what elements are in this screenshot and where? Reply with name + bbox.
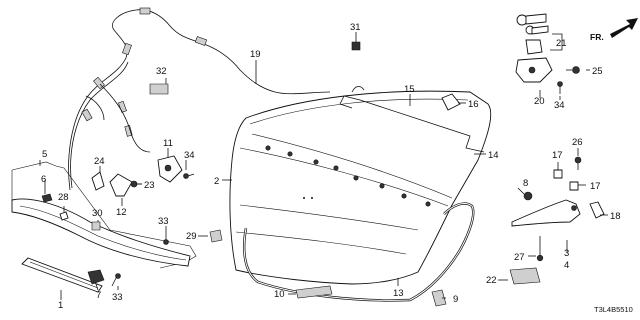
callout-5: 5 — [42, 149, 47, 160]
front-direction-arrow: FR. — [590, 18, 638, 42]
callout-13: 13 — [393, 288, 404, 299]
handle-part-22 — [509, 267, 541, 285]
callout-2: 2 — [214, 176, 219, 187]
garnish-assembly — [11, 161, 197, 269]
pad-part-32 — [149, 83, 169, 95]
callout-17-lower: 17 — [590, 181, 601, 192]
callout-9: 9 — [453, 294, 458, 305]
callout-16: 16 — [468, 99, 479, 110]
bracket-part-12 — [109, 173, 133, 197]
callout-26: 26 — [572, 137, 583, 148]
callout-8: 8 — [523, 178, 528, 189]
callout-12: 12 — [116, 207, 127, 218]
callout-labels: 1 2 3 4 5 6 7 8 9 10 11 12 13 14 15 16 1… — [41, 22, 621, 311]
callout-23: 23 — [144, 180, 155, 191]
grommet-part-8 — [523, 191, 533, 201]
callout-27: 27 — [514, 252, 525, 263]
clip-part-28 — [59, 211, 69, 221]
callout-17-upper: 17 — [552, 150, 563, 161]
callout-24: 24 — [94, 156, 105, 167]
callout-19: 19 — [250, 49, 261, 60]
front-direction-label: FR. — [590, 32, 604, 42]
callout-29: 29 — [186, 231, 197, 242]
callout-15: 15 — [404, 84, 415, 95]
callout-30: 30 — [92, 208, 103, 219]
callout-10: 10 — [274, 289, 285, 300]
callout-31: 31 — [350, 22, 361, 33]
clip-part-31 — [351, 41, 361, 51]
holder-part-16 — [441, 93, 461, 111]
bolt-part-34-left — [183, 173, 195, 179]
buffer-part-29 — [209, 229, 223, 243]
bolt-part-34-right — [557, 81, 563, 94]
leader-lines — [39, 32, 608, 300]
trunk-lid — [229, 90, 492, 285]
callout-22: 22 — [486, 275, 497, 286]
callout-34-left: 34 — [184, 150, 195, 161]
bolt-part-33-low — [111, 273, 121, 287]
callout-18: 18 — [610, 211, 621, 222]
switch-part-7 — [87, 269, 105, 285]
callout-25: 25 — [592, 66, 603, 77]
callout-20: 20 — [534, 96, 545, 107]
handle-part-10 — [295, 285, 333, 299]
key-cylinder-part-21 — [516, 13, 549, 55]
callout-21: 21 — [556, 38, 567, 49]
clip-part-30 — [91, 221, 101, 231]
callout-32: 32 — [156, 66, 167, 77]
bolt-part-26 — [574, 156, 582, 170]
stopper-part-9 — [431, 289, 447, 307]
callout-7: 7 — [96, 290, 101, 301]
grommet-part-6 — [41, 193, 53, 203]
bolt-part-27 — [536, 236, 544, 262]
clip-part-17-lower — [569, 181, 579, 191]
callout-14: 14 — [488, 150, 499, 161]
callout-3: 3 — [564, 248, 569, 259]
callout-4: 4 — [564, 260, 569, 271]
diagram-code: T3L4B5510 — [594, 305, 633, 314]
callout-33-mid: 33 — [158, 216, 169, 227]
bolt-part-33-mid — [163, 234, 169, 245]
lid-fasteners — [265, 145, 431, 207]
bracket-part-24 — [91, 171, 105, 191]
bracket-part-18 — [589, 201, 605, 219]
callout-34-right: 34 — [554, 100, 565, 111]
clip-part-17-upper — [553, 169, 563, 179]
callout-28: 28 — [58, 192, 69, 203]
support-rod — [339, 95, 485, 153]
callout-1: 1 — [58, 300, 63, 311]
hinge-arm-part-3 — [511, 199, 581, 227]
release-cable — [68, 7, 331, 191]
callout-11: 11 — [163, 138, 173, 149]
bolt-part-25 — [566, 66, 580, 74]
callout-33-low: 33 — [112, 292, 123, 303]
callout-6: 6 — [41, 174, 46, 185]
